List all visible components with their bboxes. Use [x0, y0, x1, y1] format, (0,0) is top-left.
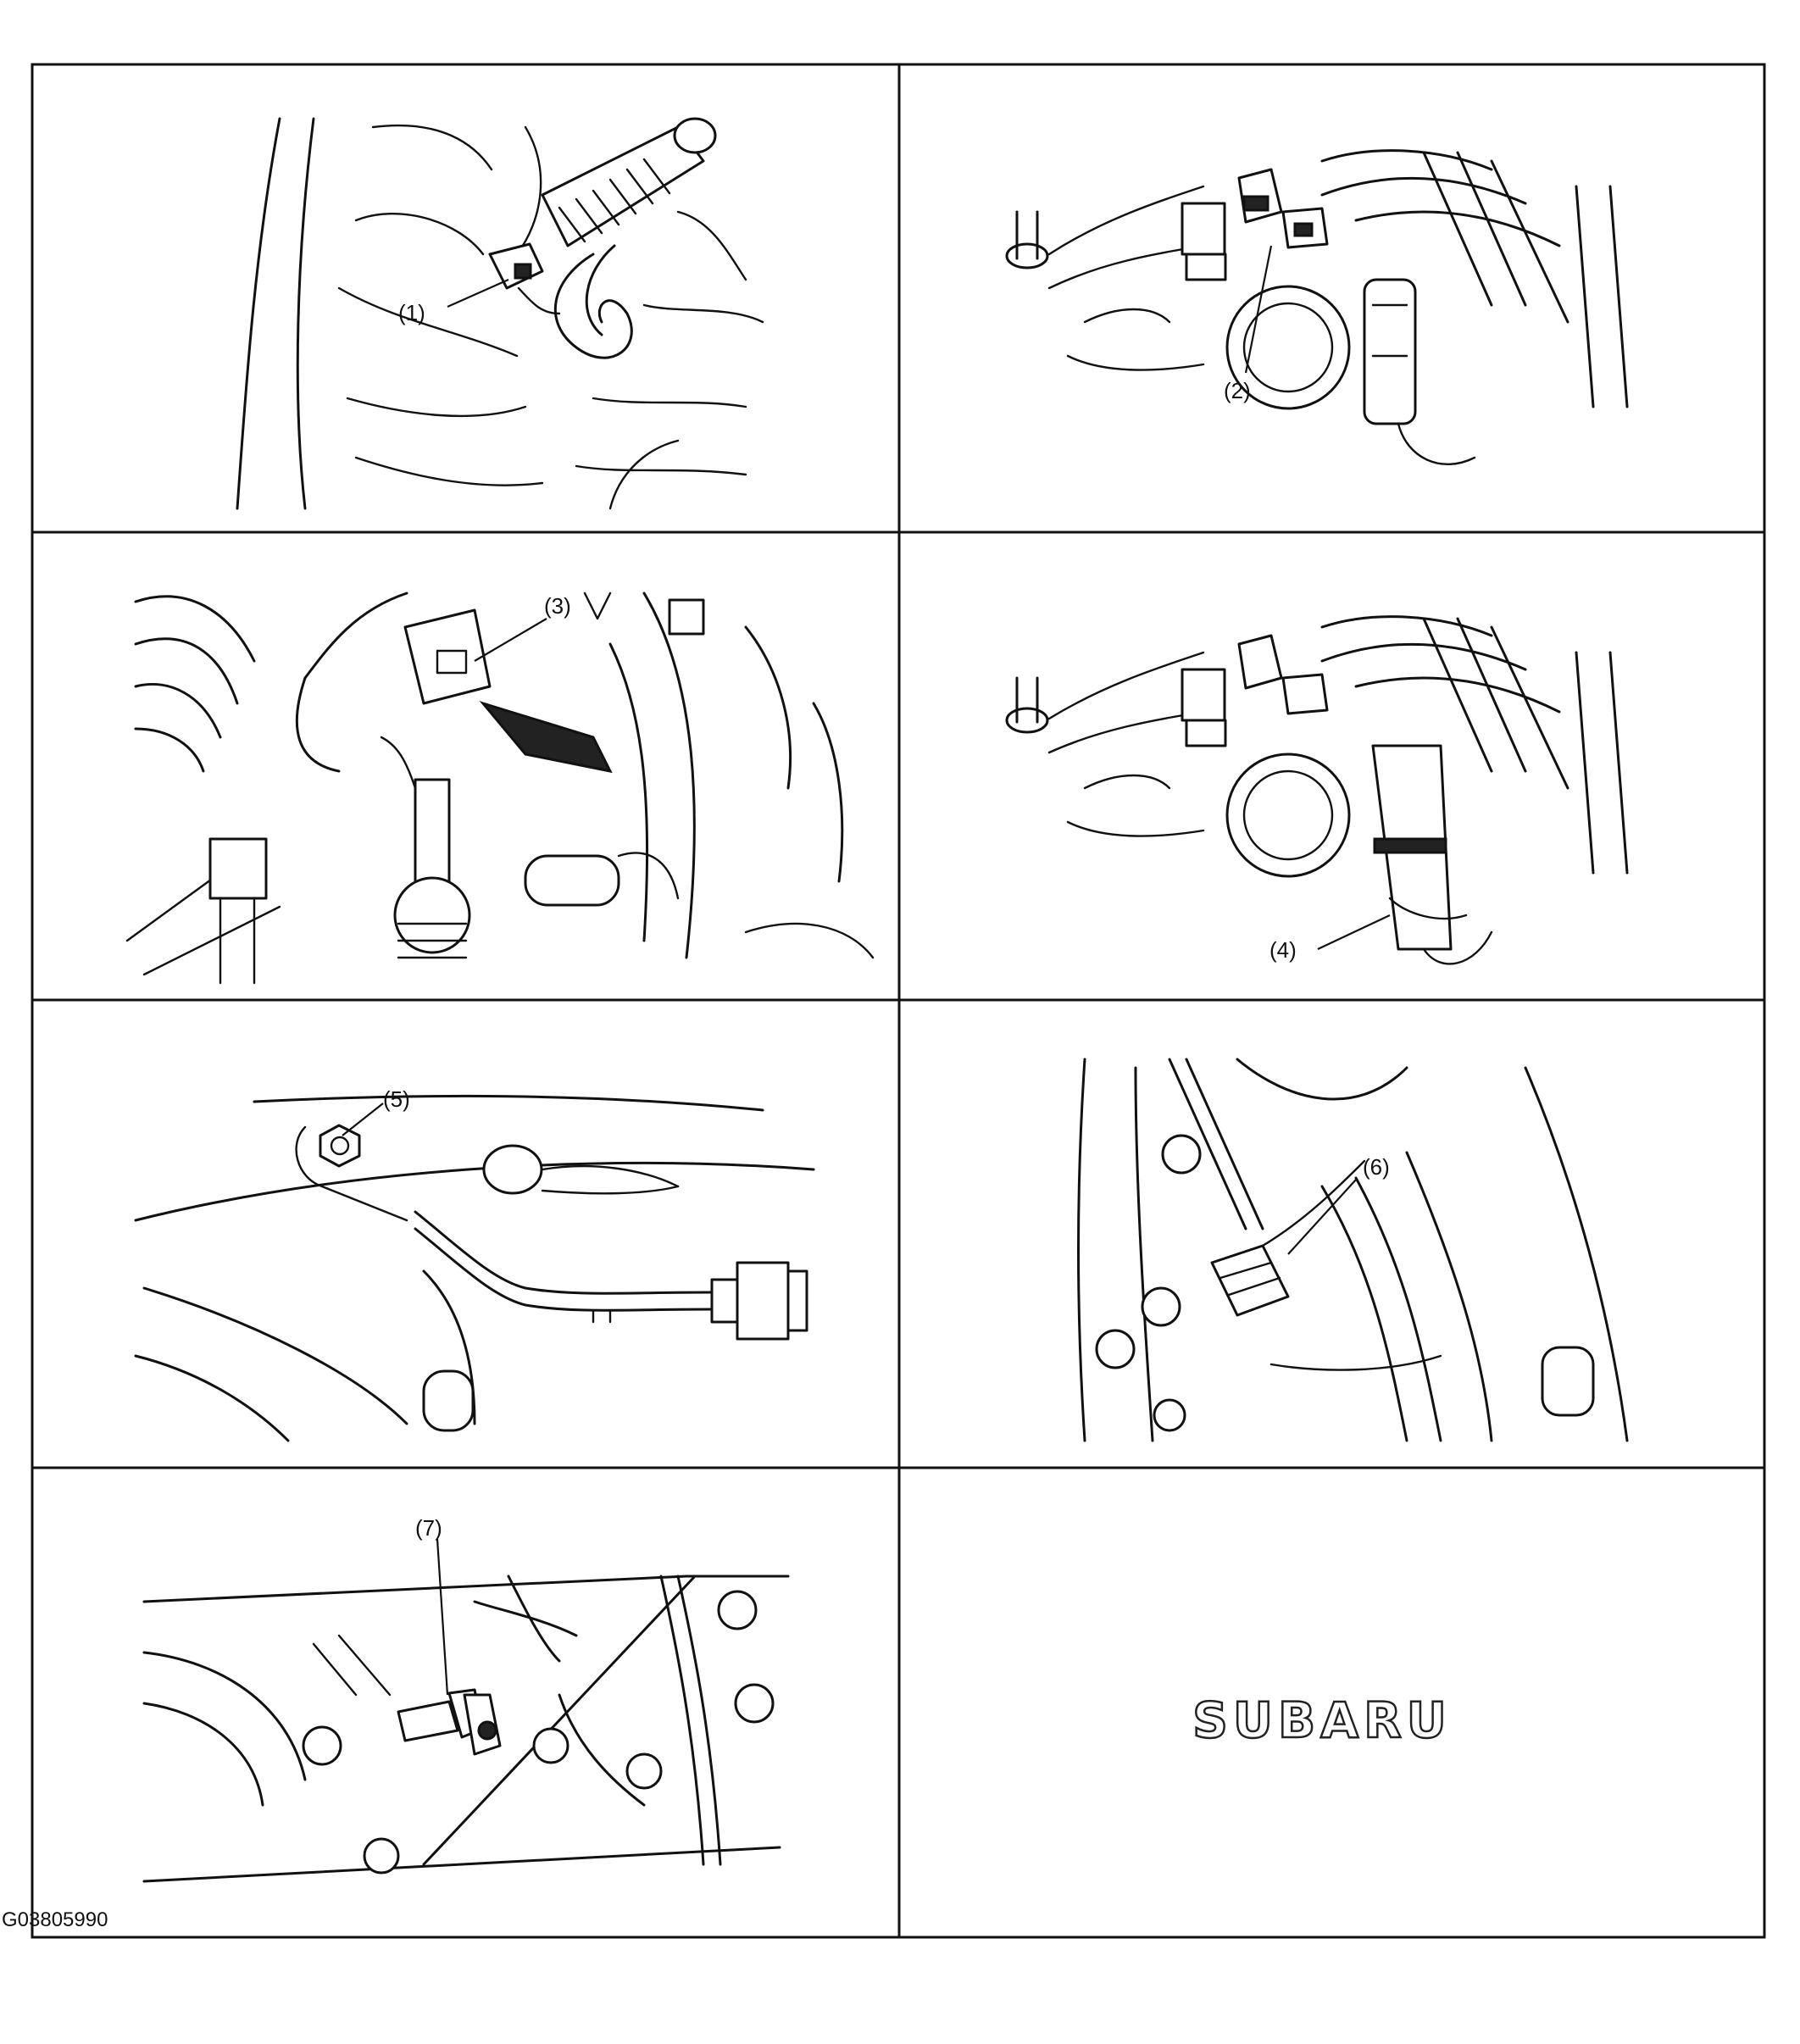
panel-7-illustration [142, 1575, 790, 1883]
callout-7-leader [436, 1538, 449, 1696]
callout-5: (5) [383, 1086, 410, 1112]
panel-3-illustration [125, 592, 875, 985]
panel-grid [31, 63, 1766, 1939]
callout-1: (1) [398, 300, 425, 325]
callout-2: (2) [1224, 378, 1251, 403]
callout-4-leader [1317, 914, 1391, 950]
callout-3: (3) [544, 593, 571, 619]
callout-3-leader [474, 618, 547, 662]
callout-4: (4) [1269, 937, 1297, 963]
callout-7: (7) [415, 1515, 442, 1541]
figure-code: G03805990 [2, 1908, 108, 1931]
callout-2-leader [1244, 245, 1273, 374]
callout-5-leader [342, 1103, 384, 1136]
panel-5-illustration [134, 1094, 815, 1442]
panel-2-illustration [1005, 149, 1629, 466]
callout-1-leader [447, 278, 509, 308]
subaru-logo: SUBARU [1192, 1691, 1452, 1749]
panel-1-illustration [236, 117, 764, 510]
callout-6-leader [1287, 1179, 1357, 1255]
callout-6: (6) [1363, 1154, 1390, 1180]
panel-6-illustration [1077, 1058, 1629, 1442]
panel-4-illustration [1005, 615, 1629, 965]
parts-location-diagram: (1) (2) [31, 63, 1766, 1939]
